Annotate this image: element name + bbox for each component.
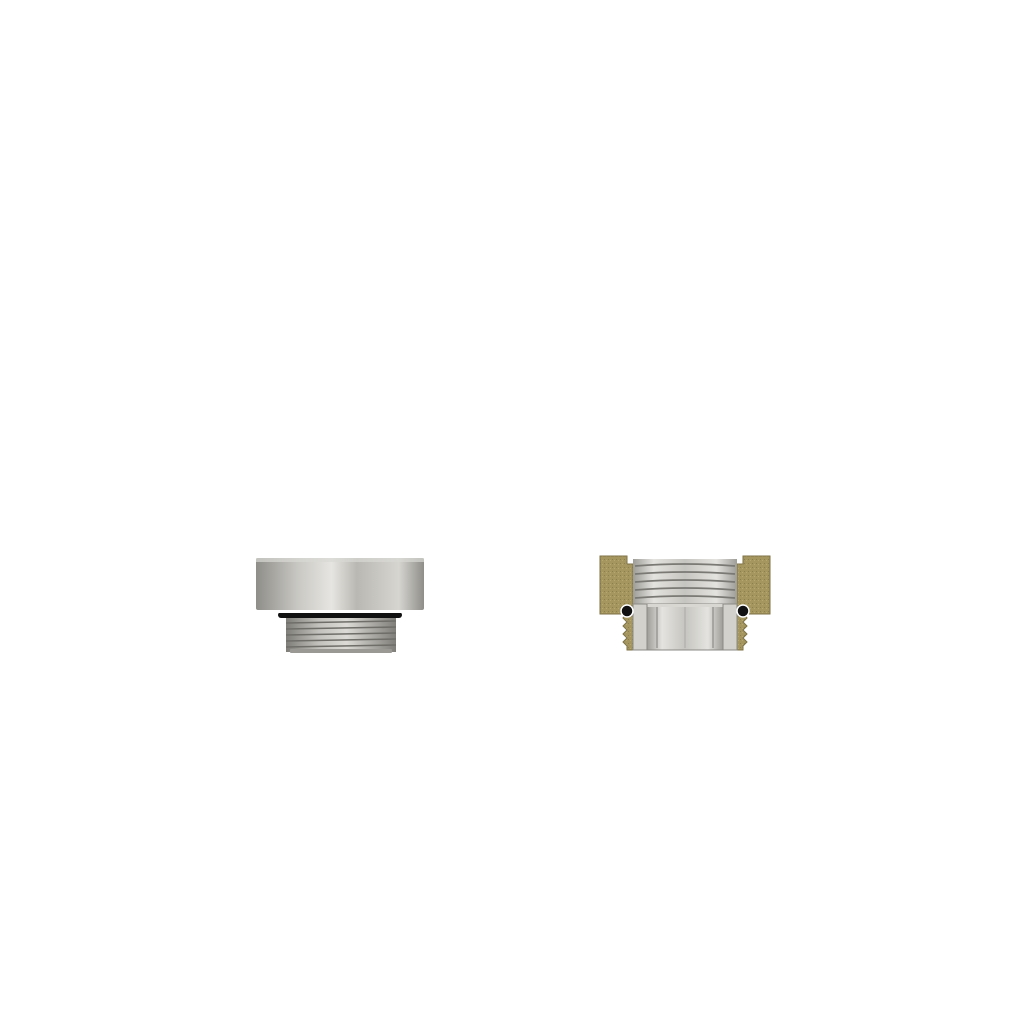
plug-side-view — [250, 552, 430, 662]
section-wall-right — [736, 555, 771, 651]
internal-thread — [633, 556, 737, 604]
section-wall-left — [599, 555, 634, 651]
o-ring — [278, 612, 402, 618]
plug-hex-head — [256, 558, 424, 610]
plug-cross-section — [595, 550, 775, 660]
o-ring-right — [736, 604, 750, 618]
o-ring-left — [620, 604, 634, 618]
lower-bore — [646, 603, 724, 651]
threaded-plug-exterior-icon — [256, 558, 424, 653]
plug-thread — [280, 618, 402, 653]
threaded-plug-section-icon — [599, 555, 771, 651]
